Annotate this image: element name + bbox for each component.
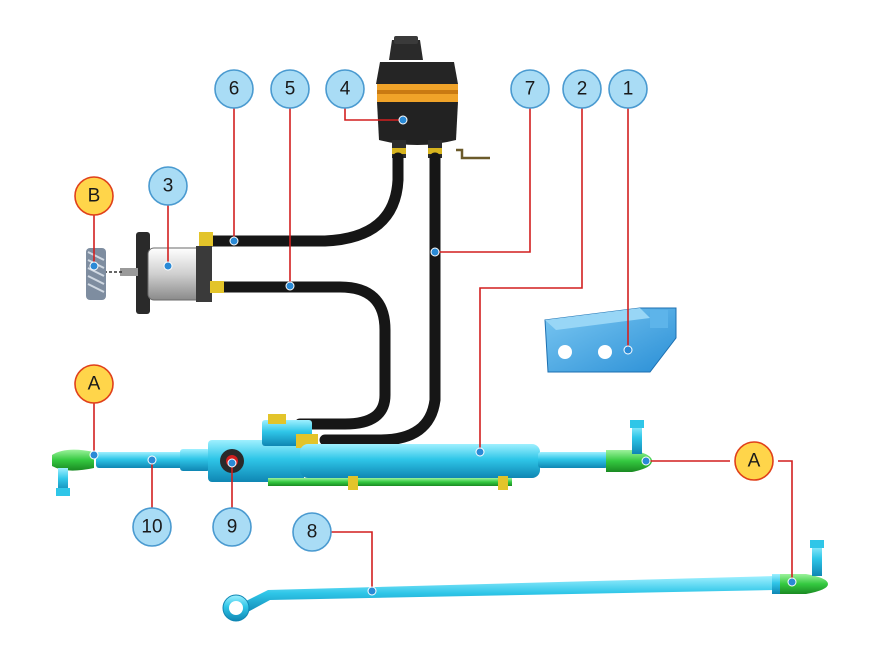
gear xyxy=(86,248,106,300)
hose-7 xyxy=(319,152,441,446)
callout-1: 1 xyxy=(608,69,648,109)
callout-1-label: 1 xyxy=(623,79,634,100)
callout-10-label: 10 xyxy=(141,517,162,538)
hose-6 xyxy=(204,152,404,247)
callout-9: 9 xyxy=(212,507,252,547)
callout-4: 4 xyxy=(325,69,365,109)
callout-8: 8 xyxy=(292,512,332,552)
callout-a-left-label: A xyxy=(88,374,101,395)
hose-5 xyxy=(216,281,391,430)
pump xyxy=(104,232,224,314)
callout-a-right-label: A xyxy=(748,451,761,472)
callout-5: 5 xyxy=(270,69,310,109)
callout-5-label: 5 xyxy=(285,79,296,100)
bracket xyxy=(544,307,677,373)
callout-7-label: 7 xyxy=(525,79,536,100)
callout-a-left: A xyxy=(74,364,114,404)
callout-3: 3 xyxy=(148,166,188,206)
callout-2-label: 2 xyxy=(577,79,588,100)
callout-4-label: 4 xyxy=(340,79,351,100)
callout-6: 6 xyxy=(214,69,254,109)
hoses xyxy=(204,152,441,446)
callout-10: 10 xyxy=(132,507,172,547)
callout-2: 2 xyxy=(562,69,602,109)
leader-lines xyxy=(93,108,793,591)
callout-3-label: 3 xyxy=(163,176,174,197)
callout-6-label: 6 xyxy=(229,79,240,100)
callout-b: B xyxy=(74,176,114,216)
drag-link xyxy=(222,540,828,622)
pointer-dots xyxy=(89,115,797,596)
reservoir xyxy=(376,36,490,160)
callout-7: 7 xyxy=(510,69,550,109)
callout-8-label: 8 xyxy=(307,522,318,543)
callout-b-label: B xyxy=(88,186,101,207)
callout-a-right: A xyxy=(734,441,774,481)
callout-9-label: 9 xyxy=(227,517,238,538)
